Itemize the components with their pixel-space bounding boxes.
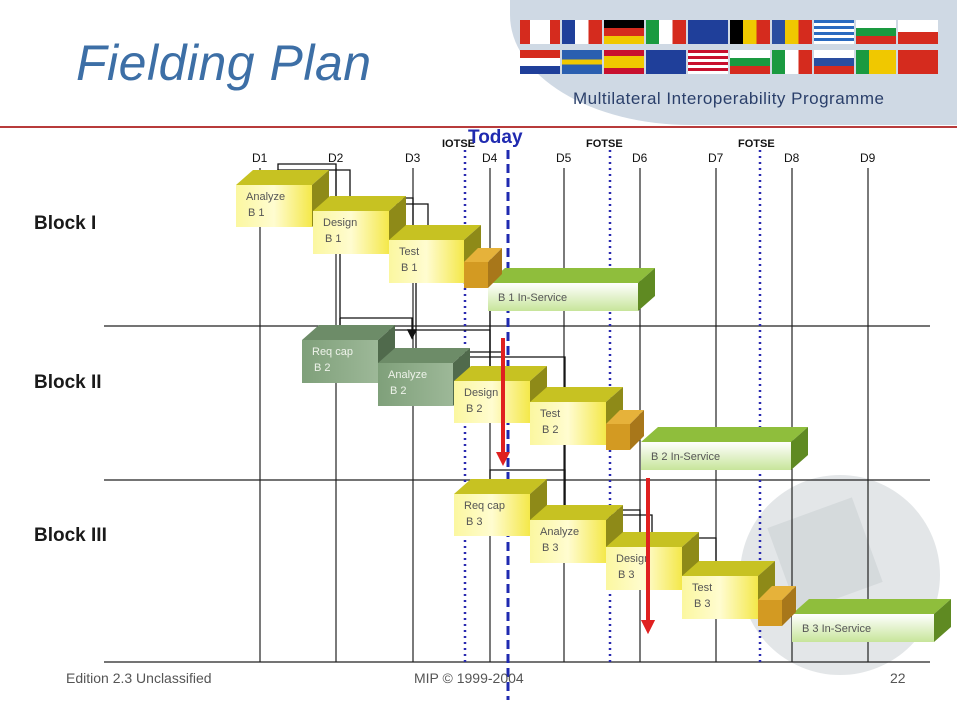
milestone-label: D7 bbox=[708, 151, 724, 165]
fielding-chart: Analyze B 1 Design B 1 Test B 1 B 1 In-Service… bbox=[104, 128, 951, 700]
task-label: Req cap bbox=[464, 500, 505, 512]
task-sublabel: B 2 bbox=[542, 424, 559, 436]
block-label-2: Block II bbox=[34, 372, 102, 393]
task-box: B 3 In-Service bbox=[792, 599, 951, 642]
task-label: Analyze bbox=[246, 191, 285, 203]
footer-page-number: 22 bbox=[890, 670, 906, 686]
milestone-label: D3 bbox=[405, 151, 421, 165]
task-label: Design bbox=[616, 553, 650, 565]
task-box: Design B 3 bbox=[606, 532, 699, 590]
task-sublabel: B 3 bbox=[618, 569, 635, 581]
slip-arrow bbox=[496, 338, 510, 466]
transition-cube bbox=[464, 248, 502, 288]
transition-cube bbox=[606, 410, 644, 450]
task-label: Test bbox=[399, 246, 419, 258]
task-label: Test bbox=[692, 582, 712, 594]
footer-edition: Edition 2.3 Unclassified bbox=[66, 670, 212, 686]
programme-name: Multilateral Interoperability Programme bbox=[573, 89, 885, 108]
task-box: B 1 In-Service bbox=[488, 268, 655, 311]
task-box: Analyze B 3 bbox=[530, 505, 623, 563]
task-sublabel: B 1 bbox=[325, 233, 342, 245]
task-box: Req cap B 2 bbox=[302, 325, 395, 383]
task-label: B 3 In-Service bbox=[802, 623, 871, 635]
flags-image bbox=[520, 20, 957, 78]
milestone-label: D2 bbox=[328, 151, 344, 165]
footer-copyright: MIP © 1999-2004 bbox=[414, 670, 524, 686]
transition-cube bbox=[758, 586, 796, 626]
task-sublabel: B 3 bbox=[466, 516, 483, 528]
block-label-1: Block I bbox=[34, 213, 97, 234]
task-sublabel: B 3 bbox=[542, 542, 559, 554]
task-sublabel: B 2 bbox=[390, 385, 407, 397]
task-sublabel: B 1 bbox=[248, 207, 265, 219]
marker-label-iotse: IOTSE bbox=[442, 138, 475, 150]
milestone-label: D6 bbox=[632, 151, 648, 165]
task-label: Design bbox=[323, 217, 357, 229]
task-label: Design bbox=[464, 387, 498, 399]
task-sublabel: B 2 bbox=[314, 362, 331, 374]
task-sublabel: B 1 bbox=[401, 262, 418, 274]
task-box: Analyze B 1 bbox=[236, 170, 329, 227]
task-label: B 2 In-Service bbox=[651, 451, 720, 463]
title-rule bbox=[0, 126, 957, 128]
task-label: Analyze bbox=[540, 526, 579, 538]
today-label: Today bbox=[468, 128, 523, 148]
milestone-label: D4 bbox=[482, 151, 498, 165]
milestone-label: D1 bbox=[252, 151, 268, 165]
marker-label-fotse_1: FOTSE bbox=[586, 138, 623, 150]
task-box: B 2 In-Service bbox=[641, 427, 808, 470]
page-title: Fielding Plan bbox=[76, 35, 372, 91]
task-box: Req cap B 3 bbox=[454, 479, 547, 536]
block-label-3: Block III bbox=[34, 525, 107, 546]
slip-arrow bbox=[641, 598, 655, 634]
milestone-label: D8 bbox=[784, 151, 800, 165]
task-label: B 1 In-Service bbox=[498, 292, 567, 304]
marker-label-fotse_2: FOTSE bbox=[738, 138, 775, 150]
task-sublabel: B 2 bbox=[466, 403, 483, 415]
task-label: Test bbox=[540, 408, 560, 420]
task-label: Analyze bbox=[388, 369, 427, 381]
milestone-label: D9 bbox=[860, 151, 876, 165]
milestone-label: D5 bbox=[556, 151, 572, 165]
task-label: Req cap bbox=[312, 346, 353, 358]
task-sublabel: B 3 bbox=[694, 598, 711, 610]
dependency-arrow bbox=[340, 317, 418, 340]
